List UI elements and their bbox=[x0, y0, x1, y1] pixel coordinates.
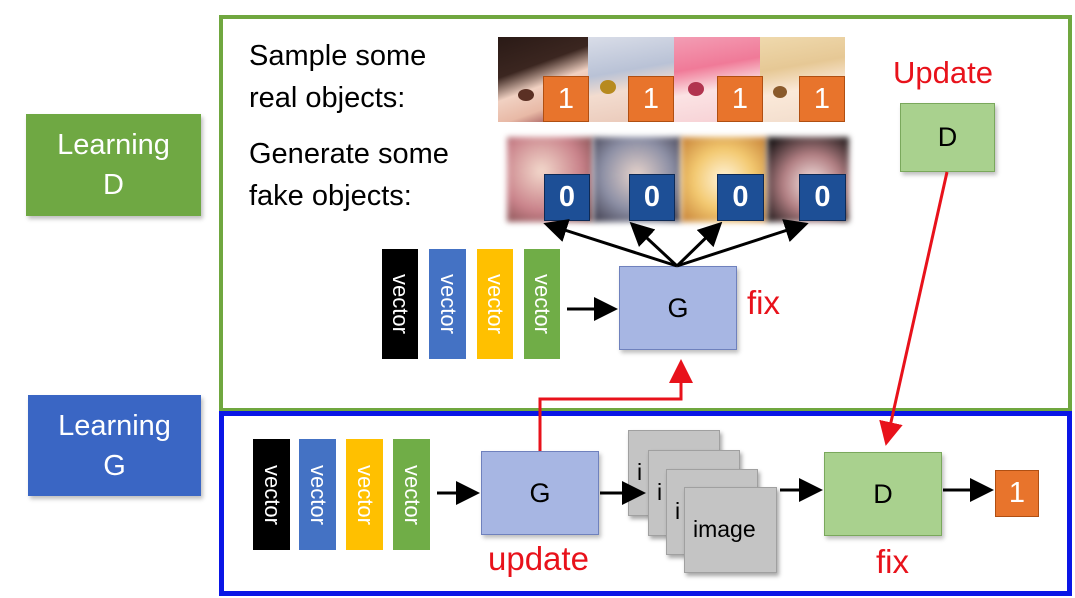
output-label: 1 bbox=[995, 470, 1039, 517]
learning-g-label: Learning G bbox=[28, 395, 201, 496]
fake-label-4: 0 bbox=[799, 174, 846, 221]
fake-label-3: 0 bbox=[717, 174, 764, 221]
real-label-3: 1 bbox=[717, 76, 763, 122]
top-vector-3: vector bbox=[477, 249, 513, 359]
bottom-generator-state: update bbox=[488, 540, 589, 577]
bottom-vector-4: vector bbox=[393, 439, 430, 550]
top-generator-state: fix bbox=[747, 284, 780, 321]
fake-label-2: 0 bbox=[629, 174, 675, 221]
fake-label-1: 0 bbox=[544, 174, 590, 221]
bottom-generator-box: G bbox=[481, 451, 599, 535]
learning-g-panel bbox=[219, 411, 1072, 596]
top-vector-4: vector bbox=[524, 249, 560, 359]
top-vector-1: vector bbox=[382, 249, 418, 359]
g-update-link-arrow bbox=[538, 359, 693, 451]
bottom-vector-3: vector bbox=[346, 439, 383, 550]
top-discriminator-box: D bbox=[900, 103, 995, 172]
fake-objects-text: Generate some fake objects: bbox=[249, 138, 449, 212]
real-label-4: 1 bbox=[799, 76, 845, 122]
real-objects-text: Sample some real objects: bbox=[249, 40, 427, 114]
d-copy-arrow bbox=[879, 171, 949, 446]
learning-d-panel bbox=[219, 15, 1072, 412]
bottom-discriminator-box: D bbox=[824, 452, 942, 536]
bottom-vector-1: vector bbox=[253, 439, 290, 550]
real-label-2: 1 bbox=[628, 76, 674, 122]
bottom-vector-2: vector bbox=[299, 439, 336, 550]
fanout-arrows bbox=[543, 219, 809, 268]
learning-d-label: Learning D bbox=[26, 114, 201, 216]
top-vector-2: vector bbox=[429, 249, 466, 359]
top-discriminator-state: Update bbox=[893, 55, 993, 90]
generated-image-4: image bbox=[684, 487, 777, 573]
real-label-1: 1 bbox=[543, 76, 589, 122]
bottom-discriminator-state: fix bbox=[876, 543, 909, 580]
